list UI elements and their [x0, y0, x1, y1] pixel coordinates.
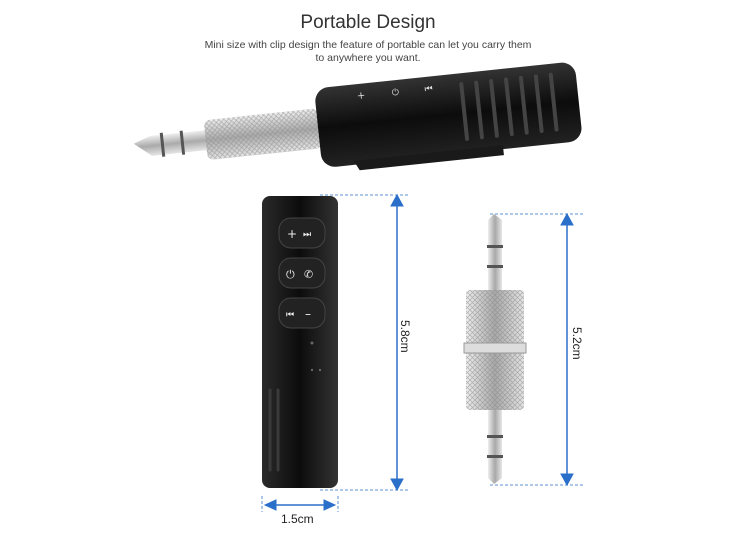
subtitle-line-2: to anywhere you want.: [315, 52, 421, 64]
svg-text:⏻: ⏻: [391, 87, 399, 99]
belt-clip: [353, 145, 504, 171]
jack-plug-tip: [133, 129, 212, 156]
subtitle-line-1: Mini size with clip design the feature o…: [204, 39, 532, 51]
top-device: + ⏻ ⏮: [133, 62, 582, 171]
volume-down-previous-button[interactable]: [278, 297, 326, 329]
led-indicator: [310, 341, 314, 345]
adapter-length-label: 5.2cm: [570, 327, 584, 360]
page-title: Portable Design: [300, 12, 436, 33]
svg-text:+: +: [356, 90, 365, 102]
aux-adapter: [463, 214, 527, 484]
volume-up-next-button[interactable]: [278, 217, 326, 249]
plus-icon: +: [287, 227, 297, 241]
power-icon: ⏻: [286, 268, 295, 281]
next-track-icon: ⏭: [303, 230, 311, 240]
previous-track-icon: ⏮: [286, 310, 294, 320]
svg-text:⏮: ⏮: [424, 84, 433, 95]
minus-icon: –: [305, 307, 311, 321]
microphone-hole: [310, 368, 314, 372]
device-body: [315, 62, 582, 167]
width-label: 1.5cm: [281, 512, 314, 526]
height-label: 5.8cm: [398, 320, 412, 353]
power-call-button[interactable]: [278, 257, 326, 289]
phone-icon: ✆: [304, 268, 313, 281]
front-device: + ⏭ ⏻ ✆ ⏮ –: [262, 196, 338, 488]
dimension-arrows: [261, 193, 585, 512]
